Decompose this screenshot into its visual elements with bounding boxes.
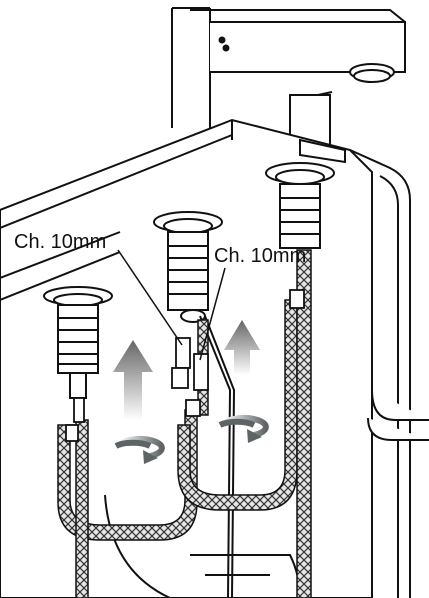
rotate-icon-right [218, 415, 269, 443]
rotate-icon-left [114, 436, 165, 464]
up-arrow-left [113, 340, 153, 420]
hose-connectors [65, 289, 305, 442]
up-arrow-right [224, 320, 260, 375]
left-valve [43, 286, 113, 399]
wrench-size-label-left: Ch. 10mm [14, 231, 106, 253]
wrench-size-label-right: Ch. 10mm [214, 245, 306, 267]
right-valve [265, 162, 335, 249]
middle-valve [153, 211, 236, 598]
label-leaders [117, 249, 226, 361]
spout-column [171, 7, 406, 146]
